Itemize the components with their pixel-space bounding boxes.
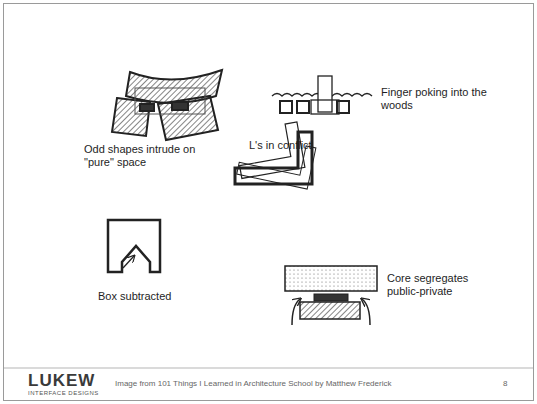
caption-label: Core segregates public-private bbox=[387, 272, 487, 298]
caption-label: Finger poking into the woods bbox=[381, 86, 489, 112]
caption-label: Box subtracted bbox=[98, 290, 198, 303]
slide-frame bbox=[4, 4, 534, 401]
logo-wordmark: LUKEW bbox=[28, 372, 108, 390]
caption-label: L's in conflict bbox=[249, 139, 339, 152]
box-subtracted-sketch bbox=[108, 220, 160, 272]
l-shapes-sketch bbox=[234, 122, 316, 189]
slide-number: 8 bbox=[503, 379, 523, 389]
odd-shapes-sketch bbox=[112, 70, 222, 140]
finger-sketch bbox=[272, 76, 372, 114]
logo-subtitle: INTERFACE DESIGNS bbox=[28, 390, 108, 397]
image-credit: Image from 101 Things I Learned in Archi… bbox=[115, 379, 475, 389]
footer-rule bbox=[4, 368, 533, 369]
caption-label: Odd shapes intrude on "pure" space bbox=[84, 143, 196, 169]
core-sketch bbox=[285, 266, 377, 325]
